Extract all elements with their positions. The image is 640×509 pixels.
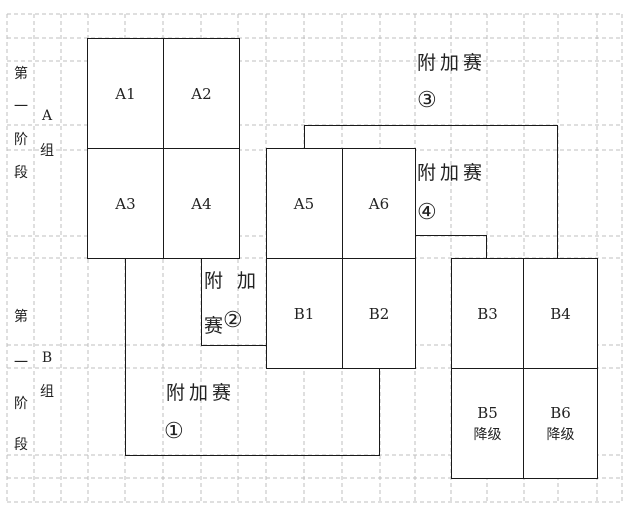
playoff-4-label: 附加赛: [417, 162, 487, 184]
playoff-2-label-bottom: 赛: [204, 315, 228, 337]
cell-b3-label: B3: [477, 304, 498, 323]
group-b-letter: B: [41, 350, 53, 366]
stage-char-b-3: 阶: [14, 396, 28, 412]
playoff-1-left-line: [125, 258, 126, 455]
cell-b4-label: B4: [550, 304, 571, 323]
cell-a6: A6: [342, 148, 416, 259]
cell-b5-label: B5: [477, 403, 498, 422]
cell-a4-label: A4: [191, 194, 212, 213]
group-a-letter: A: [41, 108, 53, 124]
stage-char-3: 阶: [14, 132, 28, 148]
playoff-3-left-line: [304, 125, 305, 150]
stage-char-4: 段: [14, 165, 28, 181]
cell-b6: B6 降级: [523, 368, 598, 479]
cell-a5: A5: [266, 148, 342, 259]
cell-a3-label: A3: [115, 194, 136, 213]
playoff-3-top-line: [304, 125, 558, 126]
cell-a1-label: A1: [115, 84, 136, 103]
cell-b2-label: B2: [368, 304, 390, 323]
stage-char-1: 第: [14, 66, 28, 82]
cell-a5-label: A5: [293, 194, 315, 213]
group-a-word: 组: [40, 143, 54, 159]
playoff-1-right-line: [379, 368, 380, 456]
cell-b5-relegation: 降级: [473, 426, 502, 443]
cell-b1-label: B1: [293, 304, 315, 323]
cell-a2: A2: [163, 38, 240, 149]
cell-b1: B1: [266, 258, 342, 369]
cell-a1: A1: [87, 38, 164, 149]
playoff-2-left-line: [201, 258, 202, 346]
cell-b6-label: B6: [550, 403, 571, 422]
playoff-4-right-line: [486, 235, 487, 259]
cell-b5: B5 降级: [451, 368, 524, 479]
cell-a6-label: A6: [368, 194, 390, 213]
playoff-2-bottom-line: [201, 345, 267, 346]
playoff-3-number: ③: [417, 88, 437, 113]
stage-char-b-2: 一: [14, 355, 28, 371]
cell-b6-relegation: 降级: [546, 426, 575, 443]
stage-char-b-4: 段: [14, 437, 28, 453]
playoff-4-number: ④: [417, 200, 437, 225]
cell-a3: A3: [87, 148, 164, 259]
stage-char-b-1: 第: [14, 309, 28, 325]
cell-b3: B3: [451, 258, 524, 369]
playoff-1-number: ①: [164, 419, 184, 444]
playoff-3-right-line: [557, 125, 558, 259]
cell-b4: B4: [523, 258, 598, 369]
cell-a2-label: A2: [191, 84, 212, 103]
playoff-2-label-top: 附 加: [204, 270, 261, 292]
playoff-4-top-line: [415, 235, 487, 236]
playoff-2-number: ②: [223, 308, 243, 333]
playoff-1-label: 附加赛: [166, 382, 236, 404]
cell-b2: B2: [342, 258, 416, 369]
group-b-block-3-divider-h: [451, 368, 598, 369]
stage-char-2: 一: [14, 99, 28, 115]
playoff-1-bottom-line: [125, 455, 380, 456]
cell-a4: A4: [163, 148, 240, 259]
group-a-block-1-divider-h: [87, 148, 240, 149]
playoff-3-label: 附加赛: [417, 52, 487, 74]
group-b-word: 组: [40, 384, 54, 400]
group-block-2-divider-h: [266, 258, 416, 259]
